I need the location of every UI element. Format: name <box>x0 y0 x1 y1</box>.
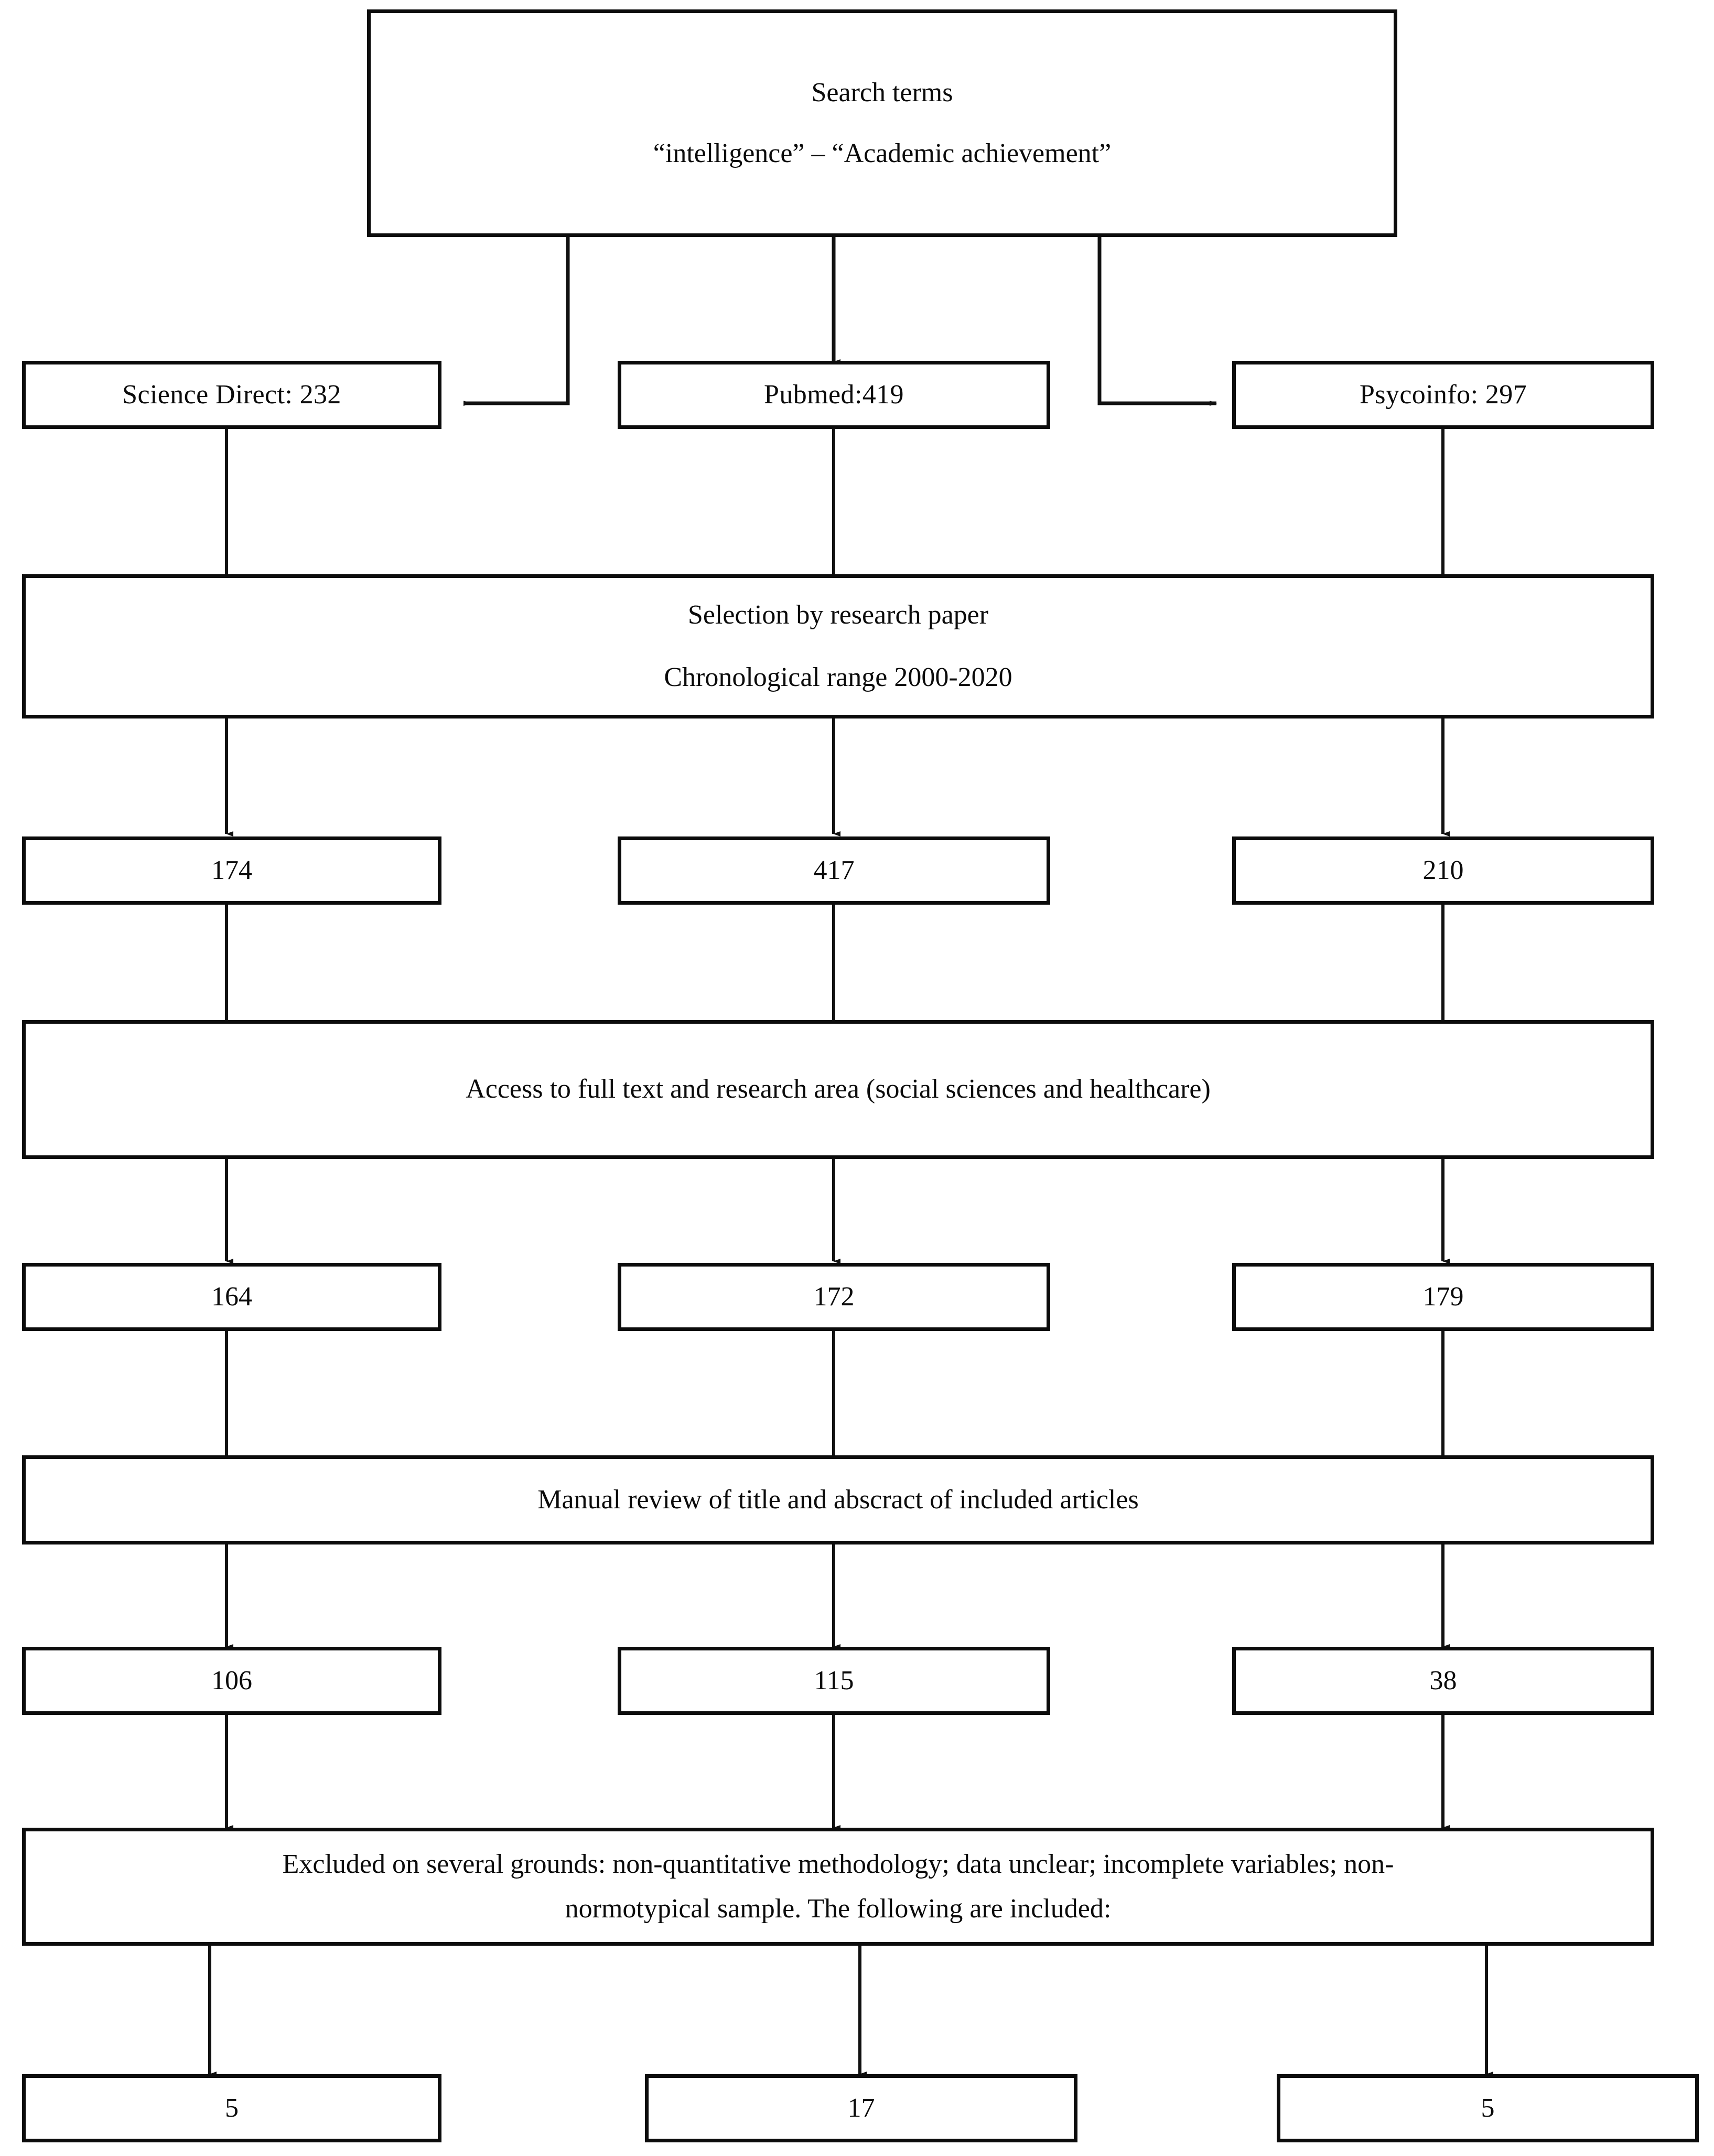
node-search-terms: Search terms “intelligence” – “Academic … <box>367 9 1397 237</box>
connectors-databases-to-selection <box>225 429 1444 574</box>
database-label: Science Direct: 232 <box>122 379 341 410</box>
stage-review-line1: Manual review of title and abscract of i… <box>537 1484 1139 1515</box>
connectors-selection-to-counts1 <box>225 718 1450 836</box>
node-count-included-pubmed: 17 <box>645 2074 1077 2142</box>
count-value: 172 <box>813 1281 855 1312</box>
node-count-included-science-direct: 5 <box>22 2074 441 2142</box>
count-value: 164 <box>211 1281 252 1312</box>
node-database-psycoinfo: Psycoinfo: 297 <box>1232 361 1654 429</box>
node-database-pubmed: Pubmed:419 <box>618 361 1050 429</box>
node-stage-full-text-access: Access to full text and research area (s… <box>22 1020 1654 1159</box>
node-stage-selection: Selection by research paper Chronologica… <box>22 574 1654 718</box>
node-count-after-review-science-direct: 106 <box>22 1647 441 1715</box>
node-count-included-psycoinfo: 5 <box>1277 2074 1699 2142</box>
connector-search-to-psycoinfo <box>1097 237 1217 406</box>
stage-fulltext-line1: Access to full text and research area (s… <box>466 1074 1211 1104</box>
count-value: 5 <box>1481 2093 1495 2123</box>
node-count-after-fulltext-pubmed: 172 <box>618 1263 1050 1331</box>
connectors-counts1-to-fulltext <box>225 905 1444 1020</box>
count-value: 5 <box>225 2093 239 2123</box>
stage-excluded-line1: Excluded on several grounds: non-quantit… <box>282 1849 1394 1880</box>
count-value: 38 <box>1429 1665 1457 1696</box>
search-terms-title: Search terms <box>811 77 953 108</box>
node-count-after-selection-science-direct: 174 <box>22 836 441 905</box>
node-count-after-fulltext-science-direct: 164 <box>22 1263 441 1331</box>
connectors-counts2-to-review <box>225 1331 1444 1455</box>
search-terms-query: “intelligence” – “Academic achievement” <box>653 138 1112 168</box>
database-label: Pubmed:419 <box>764 379 904 410</box>
count-value: 17 <box>847 2093 875 2123</box>
database-label: Psycoinfo: 297 <box>1359 379 1527 410</box>
count-value: 106 <box>211 1665 252 1696</box>
count-value: 174 <box>211 855 252 885</box>
node-stage-manual-review: Manual review of title and abscract of i… <box>22 1455 1654 1544</box>
connectors-excluded-to-included <box>208 1946 1493 2077</box>
node-stage-excluded-criteria: Excluded on several grounds: non-quantit… <box>22 1828 1654 1946</box>
connectors-review-to-counts3 <box>225 1544 1450 1649</box>
count-value: 115 <box>814 1665 854 1696</box>
count-value: 210 <box>1422 855 1464 885</box>
node-database-science-direct: Science Direct: 232 <box>22 361 441 429</box>
node-count-after-selection-psycoinfo: 210 <box>1232 836 1654 905</box>
stage-excluded-line2: normotypical sample. The following are i… <box>565 1893 1112 1924</box>
connectors-counts3-to-excluded <box>225 1715 1450 1830</box>
connector-search-to-sciencedirect <box>463 237 570 406</box>
connectors-fulltext-to-counts2 <box>225 1159 1450 1264</box>
node-count-after-review-pubmed: 115 <box>618 1647 1050 1715</box>
stage-selection-line2: Chronological range 2000-2020 <box>664 662 1012 692</box>
stage-selection-line1: Selection by research paper <box>687 600 989 630</box>
count-value: 179 <box>1422 1281 1464 1312</box>
node-count-after-review-psycoinfo: 38 <box>1232 1647 1654 1715</box>
node-count-after-selection-pubmed: 417 <box>618 836 1050 905</box>
node-count-after-fulltext-psycoinfo: 179 <box>1232 1263 1654 1331</box>
count-value: 417 <box>813 855 855 885</box>
